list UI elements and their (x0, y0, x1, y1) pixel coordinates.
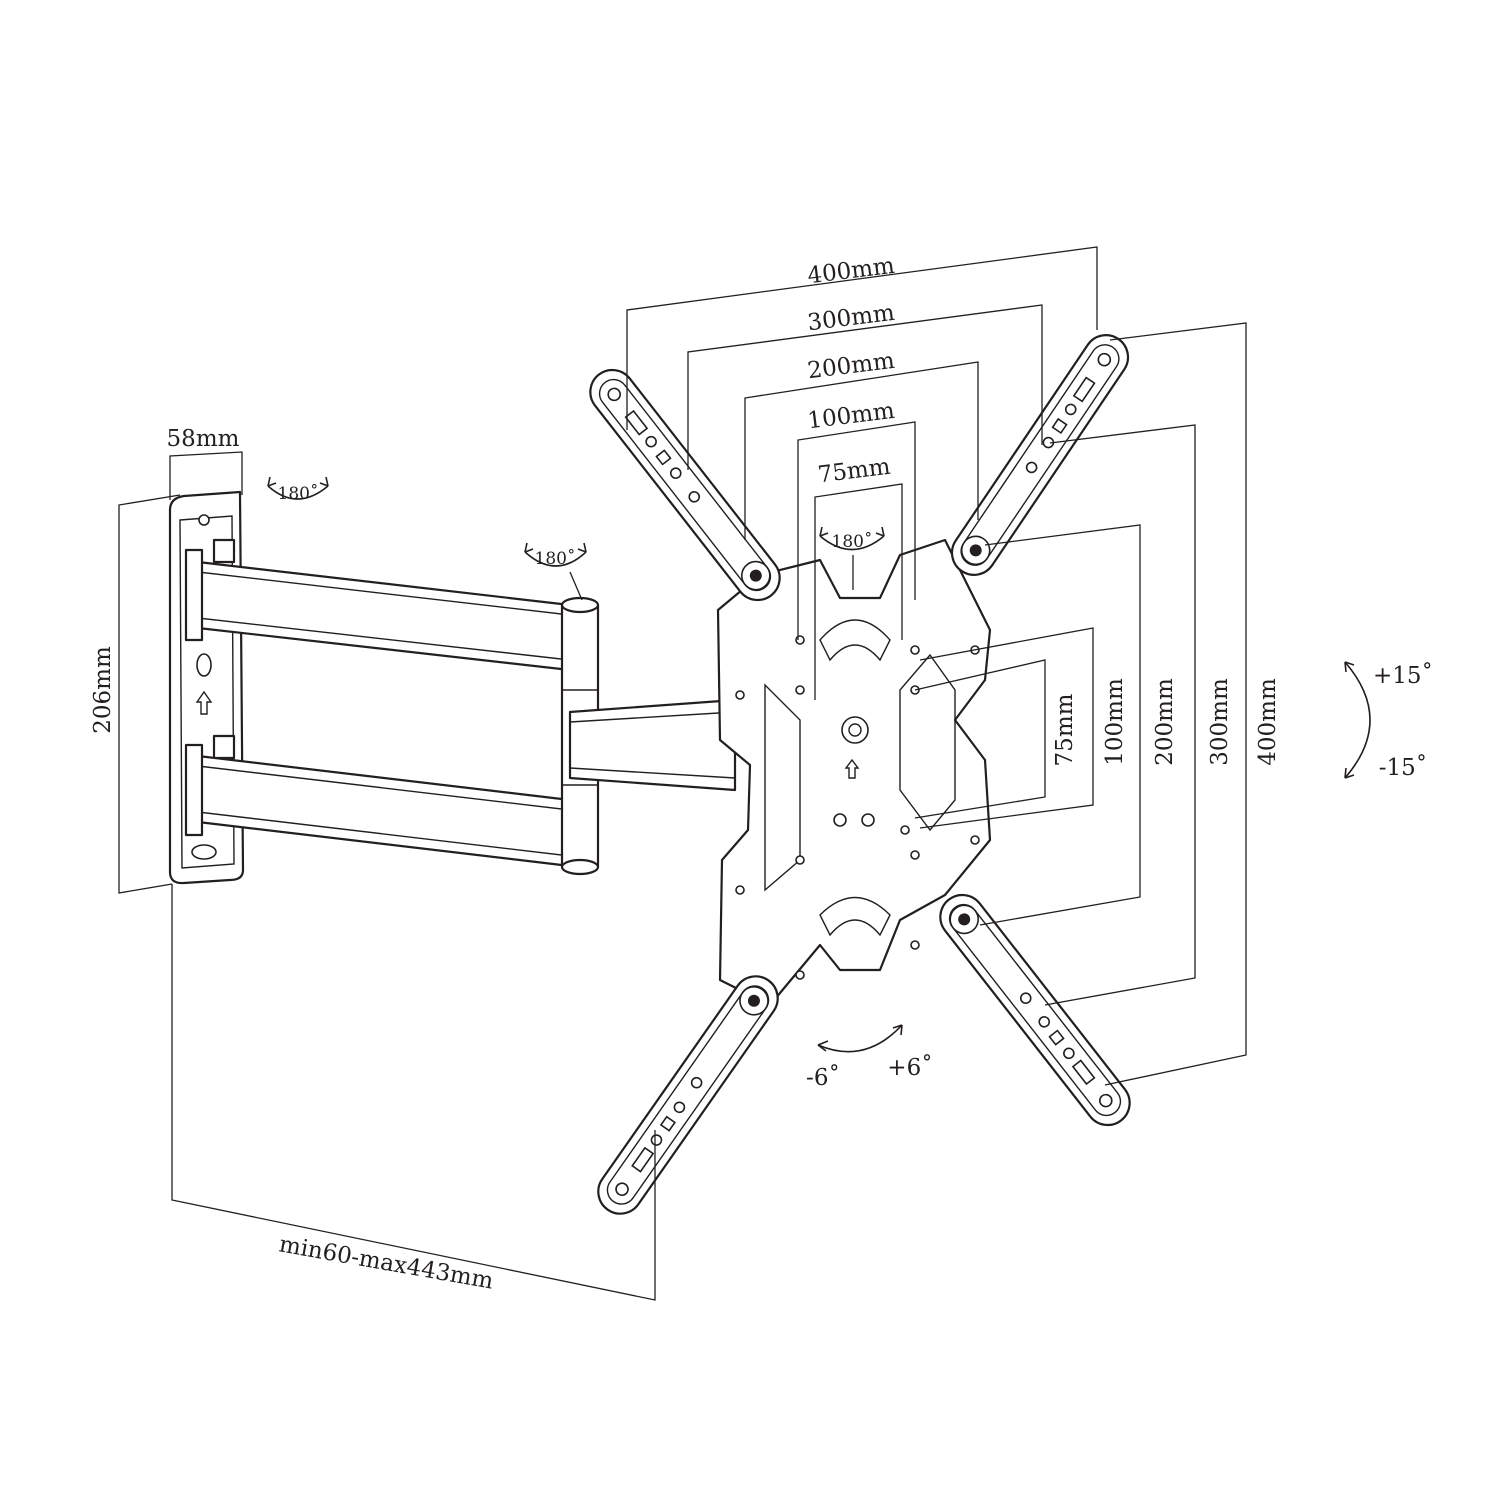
dim-vertical-400: 400mm (1255, 678, 1281, 766)
vesa-arm-top-left (580, 360, 790, 610)
rot-arm-label: 180˚ (535, 549, 576, 569)
dim-plate-height: 206mm (90, 646, 116, 734)
second-arm (568, 698, 737, 792)
wall-plate-bolt (212, 734, 236, 760)
tilt-screw (833, 813, 847, 827)
first-arm (184, 548, 572, 868)
wall-plate-bolt (212, 538, 236, 564)
rotation-indicator-arm: 180˚ (524, 542, 587, 601)
tilt-screw (861, 813, 875, 827)
dim-extension: min60-max443mm (277, 1231, 495, 1294)
dim-horizontal-400: 400mm (806, 253, 896, 289)
dim-plate-width: 58mm (167, 426, 240, 452)
rotation-indicator-plate: 180˚ (819, 526, 885, 590)
level-indicator: -6˚ +6˚ (806, 1024, 933, 1091)
vesa-arm-top-right (942, 325, 1138, 585)
dim-horizontal-100: 100mm (806, 398, 896, 434)
extension-dimension: min60-max443mm (171, 884, 656, 1301)
dim-horizontal-300: 300mm (806, 300, 896, 336)
wall-plate-slot (191, 844, 217, 860)
rot-plate-label: 180˚ (832, 532, 873, 552)
vertical-vesa-dimensions: 400mm 300mm 200mm 100mm 75mm (914, 322, 1281, 1086)
plate-center-knob (841, 716, 869, 744)
tilt-up-label: +15˚ (1373, 662, 1433, 689)
vesa-arm-bottom-right (930, 885, 1140, 1135)
dim-vertical-300: 300mm (1207, 678, 1233, 766)
dim-vertical-100: 100mm (1102, 678, 1128, 766)
wall-plate-dimensions: 58mm 206mm (90, 426, 243, 894)
level-left-label: -6˚ (806, 1064, 840, 1091)
wall-plate-slot (196, 653, 212, 677)
level-right-label: +6˚ (887, 1054, 932, 1081)
dim-vertical-75: 75mm (1052, 693, 1078, 766)
dim-vertical-200: 200mm (1152, 678, 1178, 766)
vesa-arm-bottom-left (588, 966, 788, 1224)
tv-plate (716, 538, 992, 1007)
dim-horizontal-200: 200mm (806, 348, 896, 384)
tilt-indicator: +15˚ -15˚ (1344, 661, 1433, 781)
rot-wall-label: 180˚ (278, 484, 319, 504)
tilt-down-label: -15˚ (1379, 754, 1428, 781)
up-arrow-icon (844, 758, 860, 779)
rotation-indicator-wall: 180˚ (267, 476, 329, 504)
dim-horizontal-75: 75mm (816, 454, 892, 489)
wall-plate-screw-hole (198, 514, 210, 526)
up-arrow-icon (195, 690, 213, 715)
